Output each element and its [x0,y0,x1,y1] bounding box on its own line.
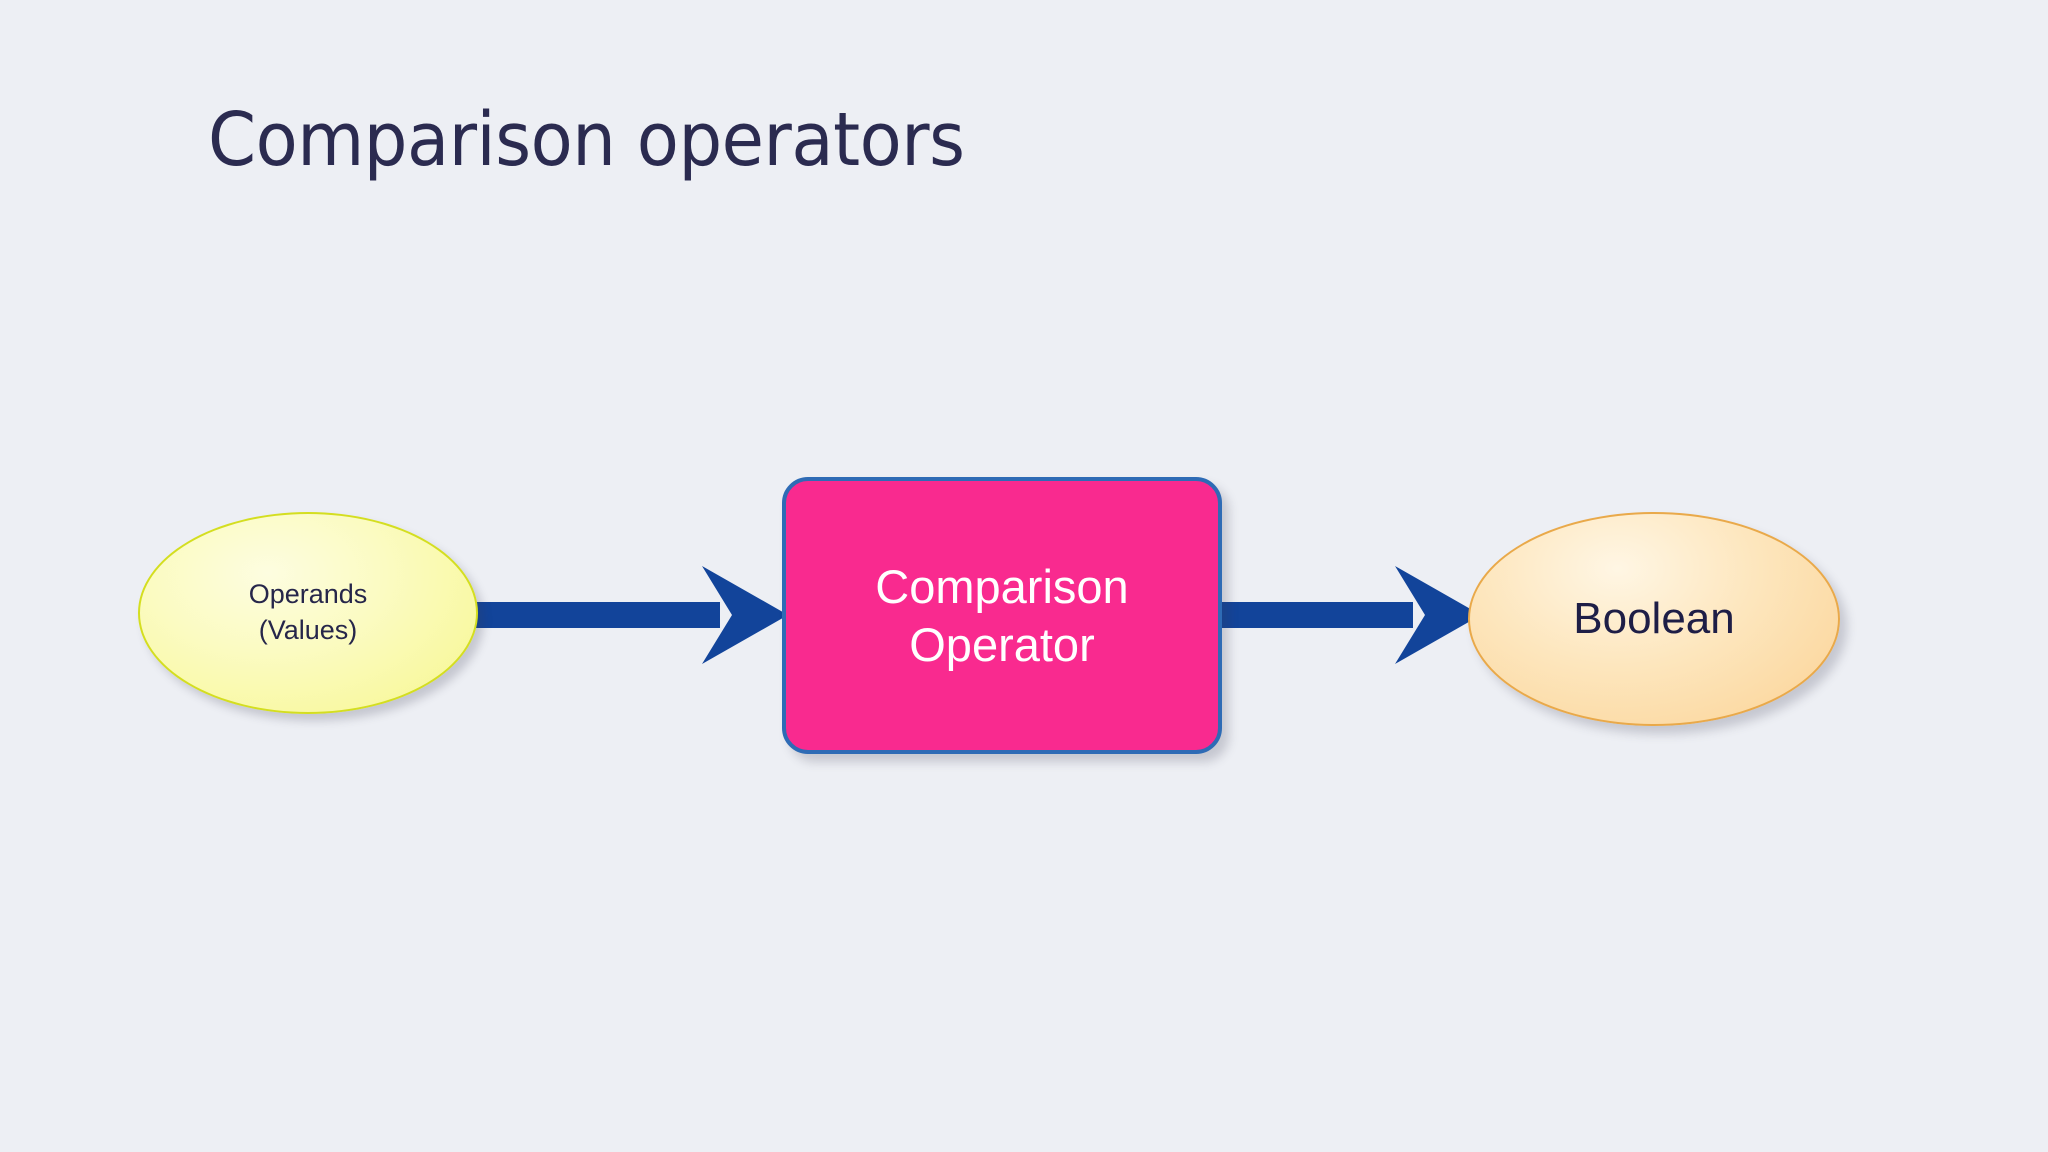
node-operands[interactable]: Operands (Values) [138,512,478,714]
node-boolean[interactable]: Boolean [1468,512,1840,726]
page-title: Comparison operators [208,97,965,183]
node-operands-label-line1: Operands [248,579,368,610]
node-comparison-operator-label-line1: Comparison [875,560,1129,614]
arrow-operator-to-boolean [1215,566,1481,664]
arrow-operands-to-operator [470,566,788,664]
node-boolean-label-line1: Boolean [1573,593,1735,643]
node-comparison-operator[interactable]: Comparison Operator [782,477,1222,754]
node-boolean-label: Boolean [1573,593,1734,646]
node-comparison-operator-label: Comparison Operator [875,558,1128,673]
node-comparison-operator-label-line2: Operator [909,617,1095,671]
node-operands-label-line2: (Values) [258,615,358,645]
node-operands-label: Operands (Values) [249,577,368,648]
